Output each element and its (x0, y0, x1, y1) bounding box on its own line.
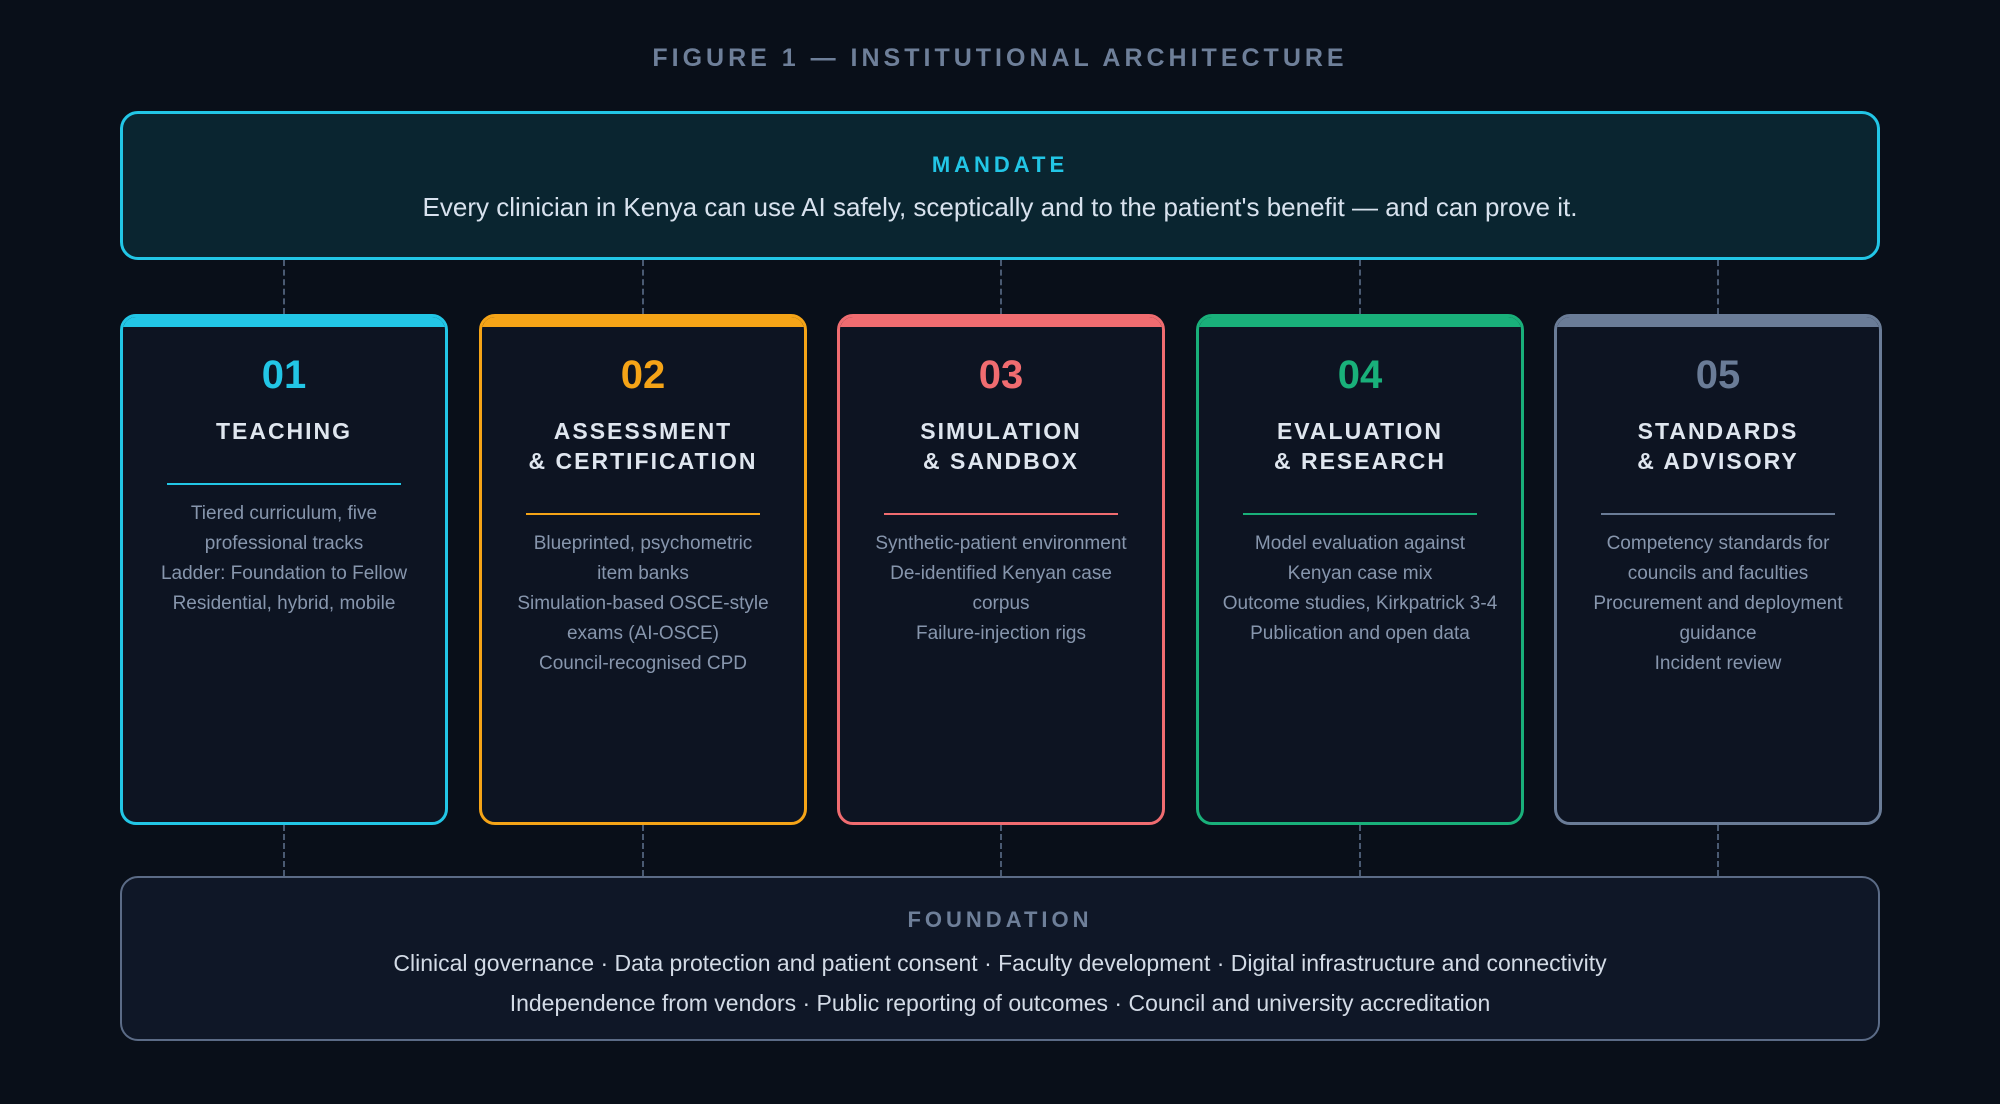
pillar-item: Incident review (1654, 653, 1782, 674)
pillar-item: Tiered curriculum, five (190, 503, 378, 524)
pillar-divider (1601, 513, 1835, 515)
pillar-title-line: & SANDBOX (922, 448, 1079, 474)
pillar-accent-bar (482, 317, 804, 327)
connector-foundation-2 (642, 825, 644, 876)
pillar-title-line: ASSESSMENT (553, 418, 733, 444)
pillar-number: 05 (1695, 353, 1741, 397)
pillar-item: Synthetic-patient environment (875, 533, 1127, 554)
connector-foundation-5 (1717, 825, 1719, 876)
pillar-items: Competency standards for councils and fac… (1575, 529, 1861, 679)
pillar-item: Procurement and deployment (1593, 593, 1843, 614)
pillar-title-line: SIMULATION (920, 418, 1082, 444)
pillar-divider (526, 513, 760, 515)
pillar-title: ASSESSMENT & CERTIFICATION (482, 416, 804, 476)
mandate-text: Every clinician in Kenya can use AI safe… (422, 192, 1578, 222)
pillar-title-line: TEACHING (215, 418, 353, 444)
pillar-accent-bar (840, 317, 1162, 327)
pillar-item: De-identified Kenyan case (890, 563, 1112, 584)
pillar-item: councils and faculties (1627, 563, 1809, 584)
pillar-item: Competency standards for (1606, 533, 1830, 554)
pillar-item: Residential, hybrid, mobile (172, 593, 396, 614)
pillar-number: 03 (978, 353, 1024, 397)
pillar-items: Tiered curriculum, five professional trac… (141, 499, 427, 619)
pillar-item: Publication and open data (1250, 623, 1470, 644)
connector-foundation-4 (1359, 825, 1361, 876)
pillar-item: item banks (597, 563, 689, 584)
pillar-item: guidance (1679, 623, 1757, 644)
pillar-item: corpus (972, 593, 1030, 614)
connector-foundation-3 (1000, 825, 1002, 876)
pillar-item: exams (AI-OSCE) (566, 623, 720, 644)
figure-title: FIGURE 1 — INSTITUTIONAL ARCHITECTURE (652, 44, 1348, 72)
pillar-item: Simulation-based OSCE-style (517, 593, 769, 614)
pillar-title: STANDARDS & ADVISORY (1557, 416, 1879, 476)
mandate-label: MANDATE (931, 152, 1069, 177)
foundation-line-2: Independence from vendors · Public repor… (509, 990, 1491, 1016)
pillar-item: Kenyan case mix (1287, 563, 1433, 584)
connector-mandate-2 (642, 260, 644, 314)
pillar-accent-bar (1199, 317, 1521, 327)
pillar-title-line: EVALUATION (1276, 418, 1444, 444)
pillar-item: Council-recognised CPD (538, 653, 748, 674)
pillar-title-line: STANDARDS (1637, 418, 1799, 444)
pillar-title-line: & CERTIFICATION (528, 448, 758, 474)
pillar-item: Model evaluation against (1254, 533, 1466, 554)
connector-foundation-1 (283, 825, 285, 876)
connector-mandate-4 (1359, 260, 1361, 314)
foundation-box: FOUNDATION Clinical governance · Data pr… (120, 876, 1880, 1041)
pillar-divider (1243, 513, 1477, 515)
pillar-divider (167, 483, 401, 485)
pillar-accent-bar (1557, 317, 1879, 327)
pillar-number: 04 (1337, 353, 1383, 397)
pillar-item: Outcome studies, Kirkpatrick 3-4 (1222, 593, 1498, 614)
connector-mandate-3 (1000, 260, 1002, 314)
pillar-title-line: & ADVISORY (1637, 448, 1799, 474)
connector-mandate-5 (1717, 260, 1719, 314)
pillar-item: Failure-injection rigs (915, 623, 1086, 644)
pillar-title-line: & RESEARCH (1273, 448, 1447, 474)
pillar-title: EVALUATION & RESEARCH (1199, 416, 1521, 476)
pillar-item: Ladder: Foundation to Fellow (160, 563, 408, 584)
mandate-box: MANDATE Every clinician in Kenya can use… (120, 111, 1880, 260)
foundation-label: FOUNDATION (907, 907, 1093, 932)
pillar-title: SIMULATION & SANDBOX (840, 416, 1162, 476)
pillar-number: 02 (620, 353, 666, 397)
pillar-number: 01 (261, 353, 307, 397)
pillar-item: professional tracks (204, 533, 364, 554)
foundation-line-1: Clinical governance · Data protection an… (393, 950, 1607, 976)
pillar-item: Blueprinted, psychometric (533, 533, 753, 554)
connector-mandate-1 (283, 260, 285, 314)
pillar-accent-bar (123, 317, 445, 327)
pillar-title: TEACHING (123, 416, 445, 446)
pillar-divider (884, 513, 1118, 515)
